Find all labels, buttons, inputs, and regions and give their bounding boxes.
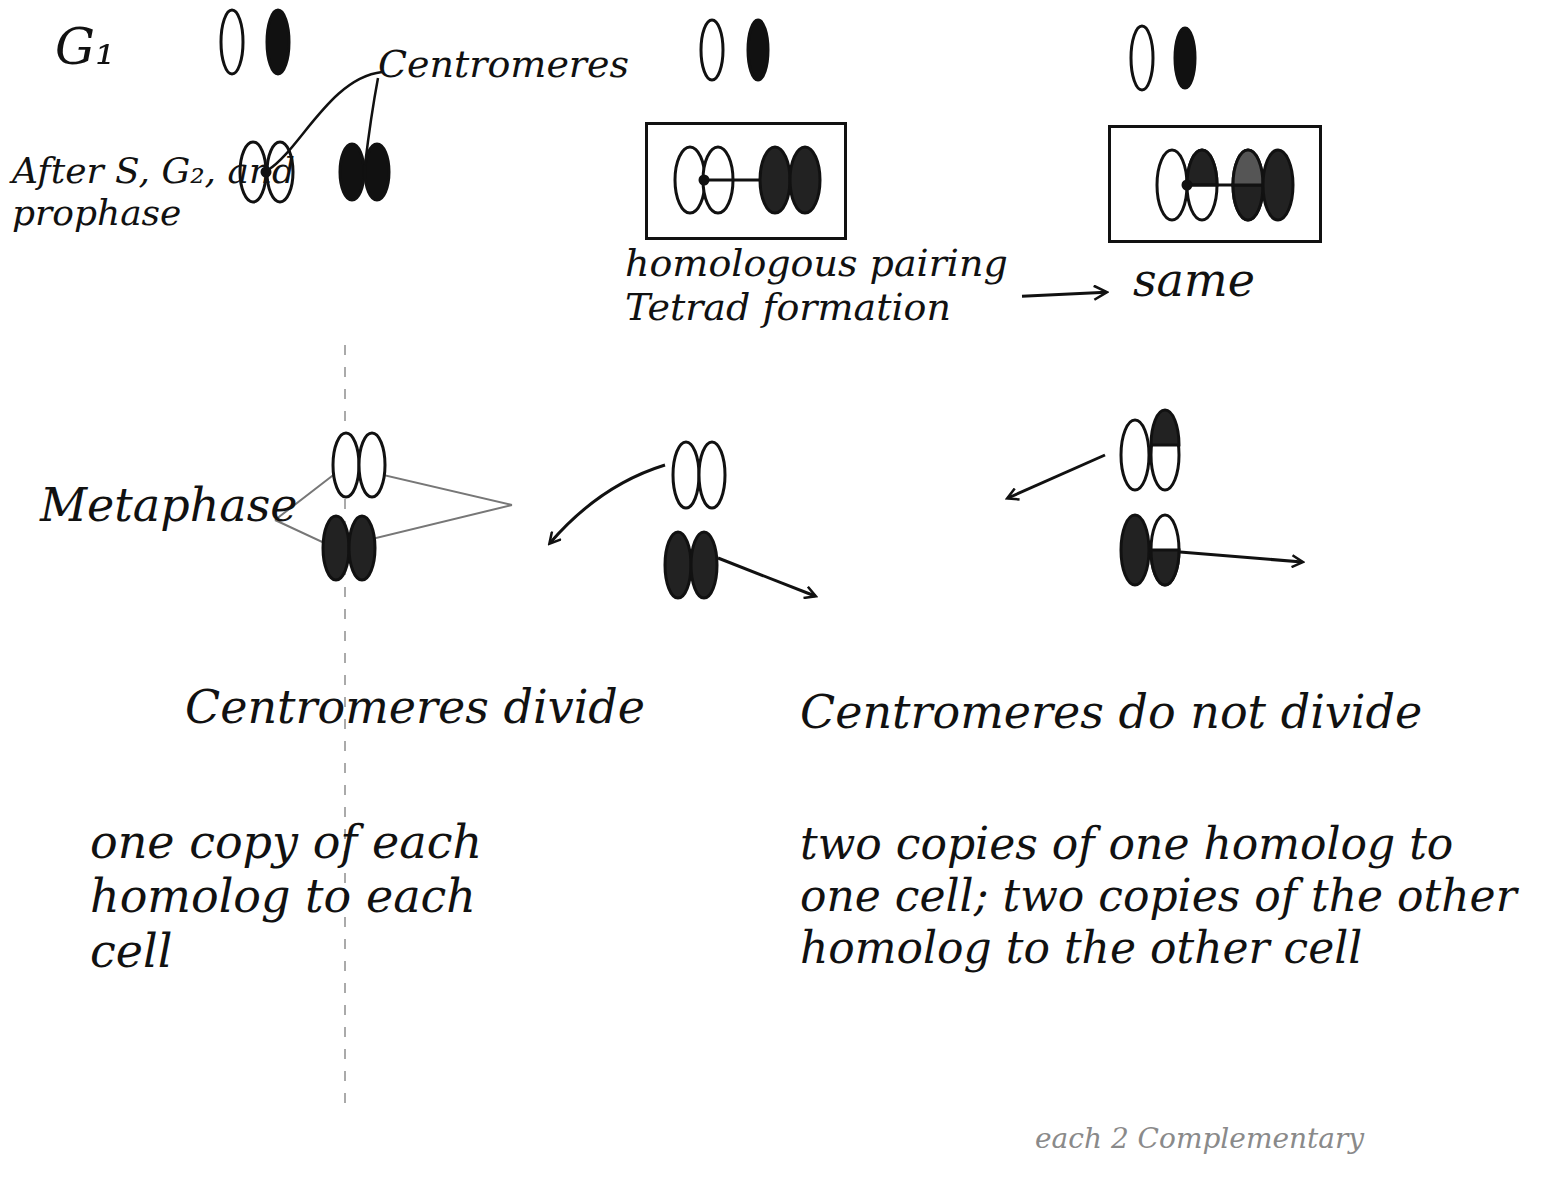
crossover-segment — [1233, 185, 1263, 220]
movement-arrows — [550, 455, 1302, 596]
chromatid-black — [365, 144, 389, 200]
handwritten-label: two copies of one homolog to one cell; t… — [800, 818, 1545, 974]
anaphase-middle — [665, 442, 725, 598]
g1-chromosomes — [221, 10, 1195, 90]
movement-arrow — [1008, 455, 1105, 498]
spindle — [275, 466, 512, 548]
box-heading: homologous pairing Tetrad formation — [625, 242, 1020, 329]
handwritten-label: each 2 Complementary — [1035, 1122, 1364, 1155]
handwritten-label: one copy of each homolog to each cell — [90, 815, 560, 978]
chromatid-white — [699, 442, 725, 508]
movement-arrow — [550, 465, 665, 543]
movement-arrow — [1180, 552, 1302, 562]
chromatid-black — [323, 516, 349, 580]
chromatid-black — [760, 147, 790, 213]
spindle-fiber — [275, 505, 512, 548]
crossover-segment — [1187, 150, 1217, 185]
crossover-segment — [1233, 150, 1263, 185]
handwritten-label: Centromeres do not divide — [800, 685, 1422, 739]
anaphase-right — [1121, 410, 1179, 585]
tetrad-box: homologous pairing Tetrad formation — [625, 118, 1020, 350]
tetrad-box: same — [1108, 120, 1340, 320]
handwritten-label: G₁ — [55, 18, 115, 77]
chromosome-black — [748, 20, 768, 80]
crossover-segment — [1151, 410, 1179, 445]
chromosome-white — [1131, 26, 1153, 90]
chromatid-white — [359, 433, 385, 497]
handwritten-label: After S, G₂, and prophase — [12, 150, 312, 235]
chromosome-white — [221, 10, 243, 74]
chromatid-mixed — [1151, 515, 1179, 585]
chromatid-white — [1121, 420, 1149, 490]
box-outline — [1108, 125, 1322, 243]
chromatid-black — [665, 532, 691, 598]
box-heading: same — [1133, 254, 1333, 307]
flow-arrow — [1022, 292, 1106, 296]
movement-arrow — [718, 558, 815, 596]
crossover-segment — [1151, 550, 1179, 585]
handwritten-label: Centromeres divide — [185, 680, 645, 734]
chromosome-black — [1175, 28, 1195, 88]
box-outline — [645, 122, 847, 240]
chromatid-mixed — [1233, 150, 1263, 220]
chromatid-black — [790, 147, 820, 213]
leader-line — [365, 78, 378, 165]
chromatid-black — [1263, 150, 1293, 220]
spindle-fiber — [275, 466, 512, 520]
centromere — [1183, 181, 1191, 189]
chromatid-white — [333, 433, 359, 497]
chromatid-black — [349, 516, 375, 580]
chromosome-white — [701, 20, 723, 80]
chromatid-black — [691, 532, 717, 598]
metaphase-chromosomes — [323, 433, 385, 580]
chromatid-black — [1121, 515, 1149, 585]
chromatid-black — [340, 144, 364, 200]
tetrad-middle — [675, 147, 820, 213]
handwritten-label: Centromeres — [378, 42, 629, 87]
chromatid-white — [673, 442, 699, 508]
tetrad-right — [1157, 150, 1293, 220]
centromere — [700, 176, 708, 184]
chromosome-black — [267, 10, 289, 74]
handwritten-label: Metaphase — [40, 478, 298, 532]
